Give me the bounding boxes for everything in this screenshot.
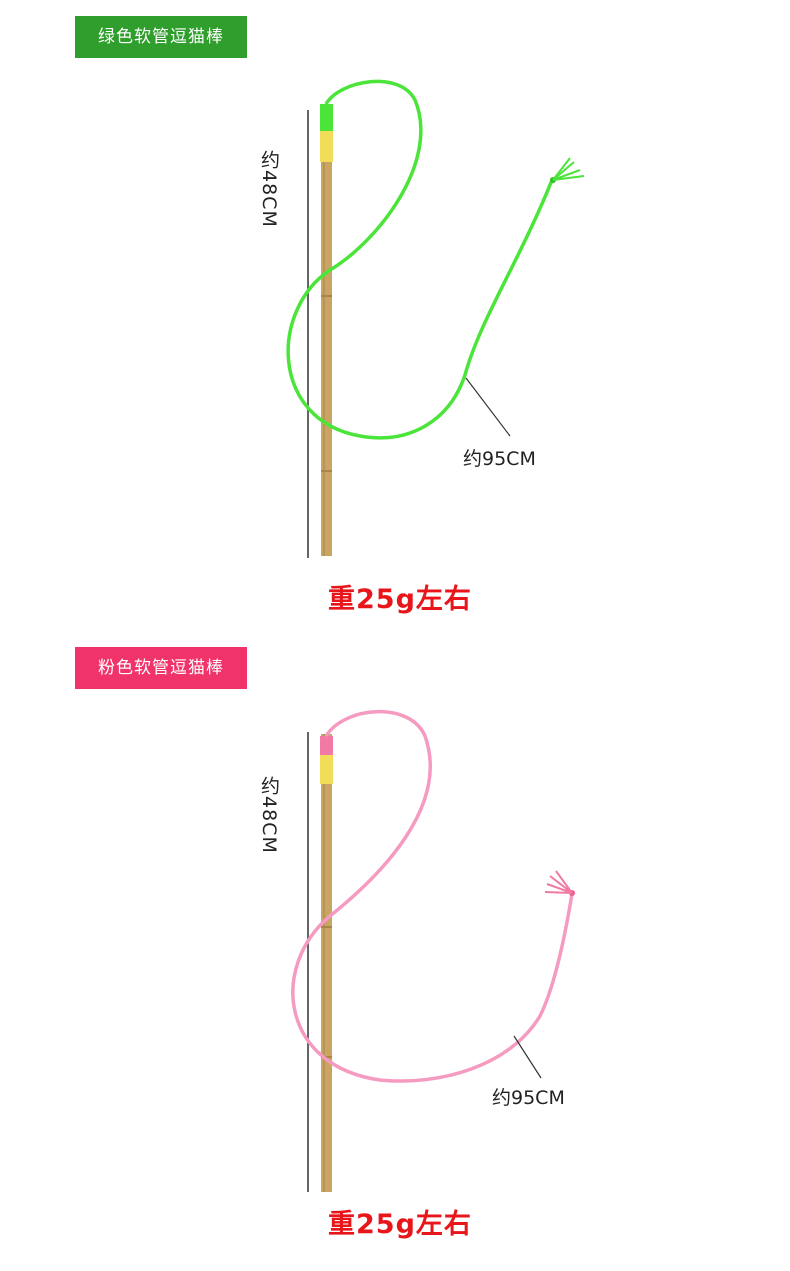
pink-variant-label: 粉色软管逗猫棒 — [75, 647, 247, 689]
teaser-string — [286, 79, 554, 440]
string-wrap — [320, 104, 333, 131]
bamboo-stick — [321, 128, 332, 556]
yellow-grip-band — [320, 754, 333, 784]
teaser-string — [291, 709, 574, 1083]
green-cat-teaser-illustration — [286, 79, 585, 558]
tassel — [552, 157, 585, 181]
pink-cat-teaser-illustration — [291, 709, 575, 1192]
string-leader-line — [465, 377, 511, 437]
pink-product-section: 粉色软管逗猫棒 约48CM 约95CM 重25g左右 — [0, 636, 790, 1271]
bamboo-node — [321, 470, 332, 472]
string-wrap — [320, 736, 333, 755]
weight-label: 重25g左右 — [328, 1209, 472, 1240]
green-variant-label: 绿色软管逗猫棒 — [75, 16, 247, 58]
string-leader-line — [513, 1035, 542, 1079]
string-length-label: 约95CM — [463, 448, 536, 470]
stick-length-label: 约48CM — [258, 776, 280, 854]
yellow-grip-band — [320, 130, 333, 162]
bamboo-node — [321, 926, 332, 928]
bamboo-node — [321, 1056, 332, 1058]
stick-length-label: 约48CM — [258, 150, 280, 228]
string-length-label: 约95CM — [492, 1087, 565, 1109]
tassel — [544, 870, 573, 894]
green-product-section: 绿色软管逗猫棒 约48CM 约95CM 重25g左右 — [75, 16, 585, 615]
weight-label: 重25g左右 — [328, 584, 472, 615]
bamboo-stick — [321, 734, 332, 1192]
bamboo-node — [321, 295, 332, 297]
